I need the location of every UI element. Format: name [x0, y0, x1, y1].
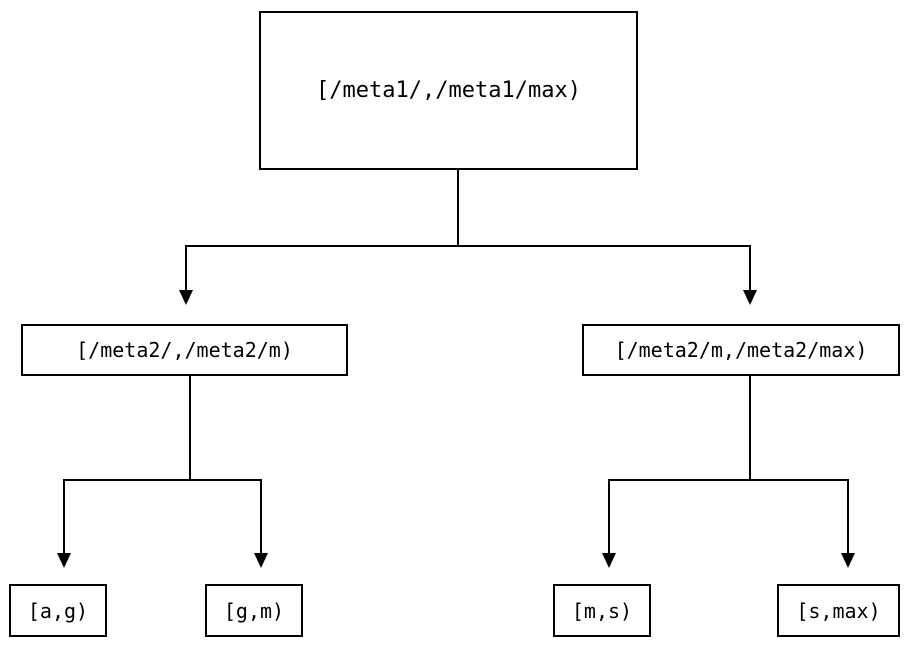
arrowhead-to-mid-right: [743, 290, 757, 305]
node-leaf-m-s-label: [m,s): [571, 598, 633, 623]
node-leaf-a-g-label: [a,g): [27, 598, 89, 623]
arrowhead-to-leaf-smax: [841, 553, 855, 568]
node-leaf-g-m[interactable]: [g,m): [205, 584, 303, 637]
node-leaf-s-max-label: [s,max): [796, 598, 881, 623]
node-mid-left-label: [/meta2/,/meta2/m): [76, 338, 293, 362]
node-mid-right[interactable]: [/meta2/m,/meta2/max): [582, 324, 900, 376]
arrowhead-to-mid-left: [179, 290, 193, 305]
node-root[interactable]: [/meta1/,/meta1/max): [259, 11, 638, 170]
node-leaf-a-g[interactable]: [a,g): [9, 584, 107, 637]
node-mid-right-label: [/meta2/m,/meta2/max): [614, 338, 868, 362]
node-root-label: [/meta1/,/meta1/max): [316, 78, 581, 103]
arrowhead-to-leaf-ms: [602, 553, 616, 568]
node-leaf-m-s[interactable]: [m,s): [553, 584, 651, 637]
node-mid-left[interactable]: [/meta2/,/meta2/m): [21, 324, 348, 376]
edge-mid-left-to-leaves: [57, 376, 268, 568]
edge-mid-right-to-leaves: [602, 376, 855, 568]
node-leaf-s-max[interactable]: [s,max): [777, 584, 900, 637]
arrowhead-to-leaf-gm: [254, 553, 268, 568]
arrowhead-to-leaf-ag: [57, 553, 71, 568]
edge-root-to-mid-level: [179, 170, 757, 305]
node-leaf-g-m-label: [g,m): [223, 598, 285, 623]
